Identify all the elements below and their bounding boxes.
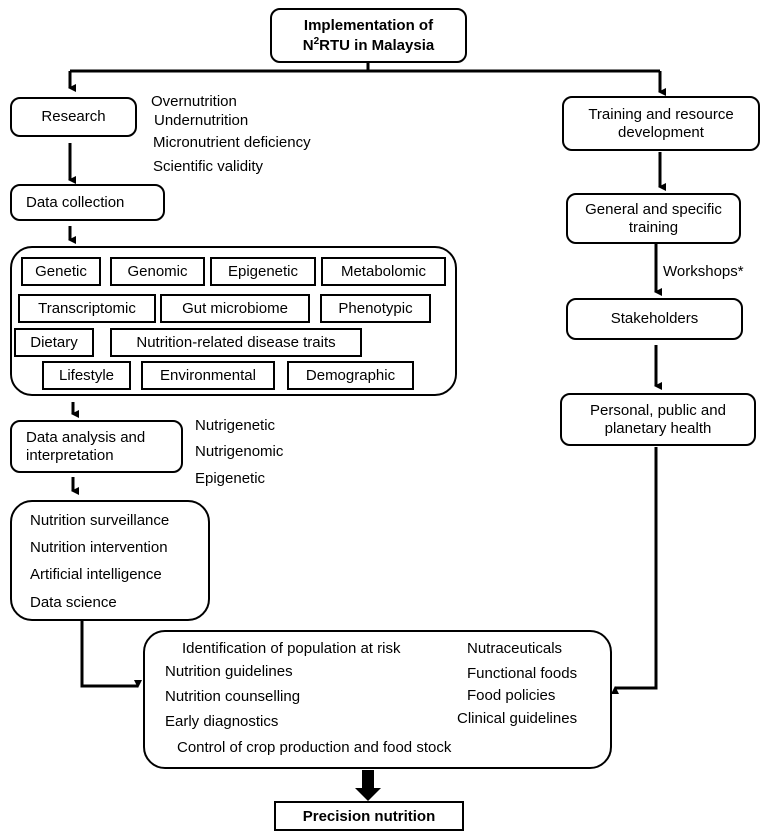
outcome-item: Nutrition guidelines	[165, 663, 293, 680]
data-type-tag: Nutrition-related disease traits	[110, 328, 362, 357]
data-analysis-box: Data analysis and interpretation	[10, 420, 183, 473]
data-analysis-line-1: Data analysis and	[26, 428, 146, 446]
data-type-tag: Phenotypic	[320, 294, 431, 323]
title-line-2: N2RTU in Malaysia	[302, 35, 435, 54]
research-box: Research	[10, 97, 137, 137]
outcomes-box	[143, 630, 612, 769]
outcome-item: Functional foods	[467, 665, 578, 682]
arrow-methods-to-outcomes	[80, 621, 142, 688]
method-item: Artificial intelligence	[30, 566, 162, 583]
precision-nutrition-box: Precision nutrition	[274, 801, 464, 831]
outcome-item: Nutraceuticals	[467, 640, 563, 657]
title-box: Implementation of N2RTU in Malaysia	[270, 8, 467, 63]
research-topic: Micronutrient deficiency	[153, 134, 311, 151]
research-label: Research	[41, 108, 106, 125]
analysis-topic: Epigenetic	[195, 470, 266, 487]
stakeholders-box: Stakeholders	[566, 298, 743, 340]
workshops-label: Workshops*	[663, 263, 744, 280]
data-type-tag: Metabolomic	[321, 257, 446, 286]
health-line-1: Personal, public and	[590, 401, 726, 419]
arrow-health-to-outcomes	[611, 447, 658, 694]
data-type-tag: Demographic	[287, 361, 414, 390]
outcome-item: Identification of population at risk	[182, 640, 401, 657]
outcome-item: Food policies	[467, 687, 556, 704]
health-box: Personal, public and planetary health	[560, 393, 756, 446]
data-type-tag: Epigenetic	[210, 257, 316, 286]
data-type-tag: Genetic	[21, 257, 101, 286]
stakeholders-label: Stakeholders	[610, 310, 699, 327]
research-topic: Scientific validity	[153, 158, 264, 175]
methods-box	[10, 500, 210, 621]
title-line-1: Implementation of	[303, 16, 434, 34]
data-analysis-line-2: interpretation	[26, 446, 114, 464]
outcome-item: Clinical guidelines	[457, 710, 578, 727]
outcome-item: Control of crop production and food stoc…	[177, 739, 452, 756]
research-topic: Undernutrition	[154, 112, 249, 129]
data-type-tag: Genomic	[110, 257, 205, 286]
outcome-item: Early diagnostics	[165, 713, 279, 730]
data-type-tag: Gut microbiome	[160, 294, 310, 323]
data-type-tag: Dietary	[14, 328, 94, 357]
analysis-topic: Nutrigenetic	[195, 417, 276, 434]
precision-nutrition-label: Precision nutrition	[302, 807, 436, 825]
general-training-line-1: General and specific	[585, 200, 722, 218]
data-type-tag: Lifestyle	[42, 361, 131, 390]
general-training-box: General and specific training	[566, 193, 741, 244]
general-training-line-2: training	[628, 218, 679, 236]
thick-arrow-shaft	[362, 770, 374, 790]
method-item: Nutrition intervention	[30, 539, 168, 556]
research-topic: Overnutrition	[151, 93, 237, 110]
data-type-tag: Transcriptomic	[18, 294, 156, 323]
method-item: Nutrition surveillance	[30, 512, 170, 529]
training-line-2: development	[618, 123, 704, 141]
data-collection-box: Data collection	[10, 184, 165, 221]
thick-arrow-head	[355, 788, 381, 801]
outcome-item: Nutrition counselling	[165, 688, 301, 705]
method-item: Data science	[30, 594, 117, 611]
training-line-1: Training and resource	[588, 105, 734, 123]
training-box: Training and resource development	[562, 96, 760, 151]
data-type-tag: Environmental	[141, 361, 275, 390]
analysis-topic: Nutrigenomic	[195, 443, 284, 460]
health-line-2: planetary health	[604, 419, 712, 437]
data-collection-label: Data collection	[26, 193, 125, 211]
